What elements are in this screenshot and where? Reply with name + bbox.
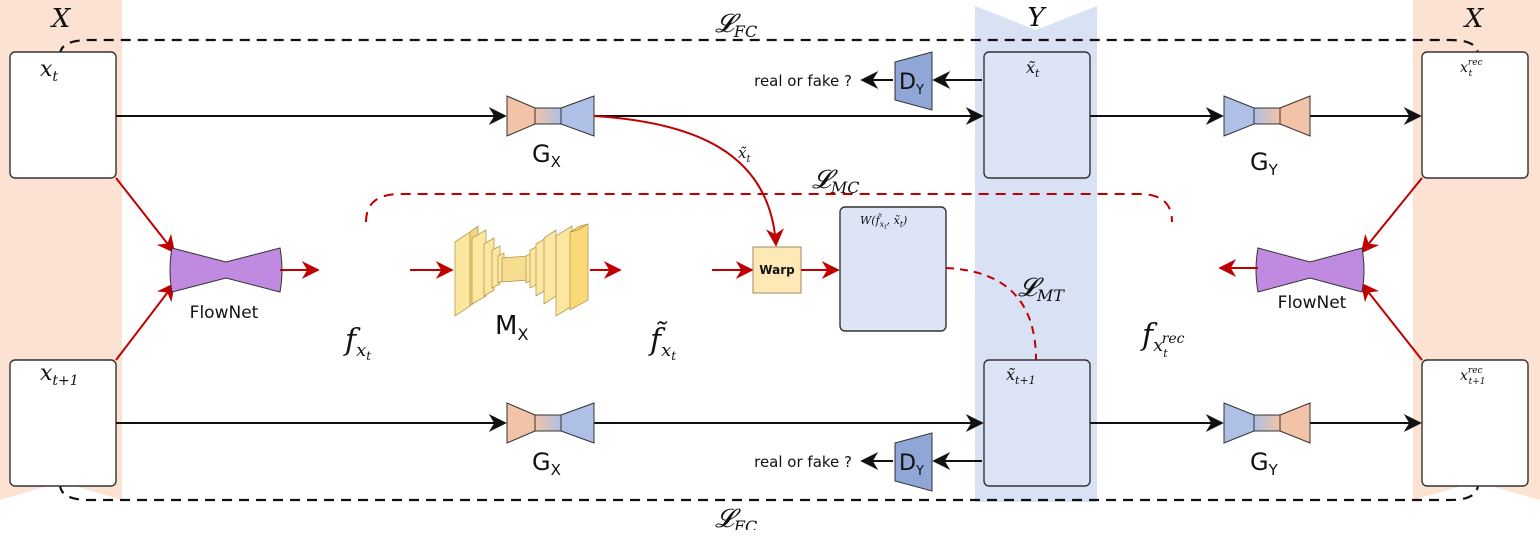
frame-x-t1-label: xt+1	[40, 361, 79, 389]
frame-warp-result-label: W(f̃xt, x̃t)	[860, 214, 907, 231]
mt-loss-curve	[945, 267, 1037, 361]
frame-xt1-tilde-label: x̃t+1	[1006, 365, 1036, 387]
fc-loop-top	[58, 38, 1480, 56]
warp-block	[752, 246, 802, 294]
generator-gx-bottom: GX	[506, 402, 595, 479]
caption-strip	[0, 530, 1540, 540]
mc-loss-curve	[365, 193, 1173, 223]
frame-xt1-tilde	[983, 359, 1091, 487]
discriminator-dy-bottom: DY	[894, 432, 933, 492]
frame-xt-rec	[1421, 51, 1529, 179]
loss-fc-top: 𝓛FC	[715, 9, 757, 41]
flownet-left: FlowNet	[169, 247, 283, 323]
loss-mc: 𝓛MC	[812, 165, 860, 197]
real-or-fake-bottom: real or fake ?	[754, 453, 852, 471]
flownet-left-label: FlowNet	[190, 303, 259, 323]
flownet-right-label: FlowNet	[1278, 293, 1347, 313]
discriminator-dy-bottom-label: DY	[899, 451, 924, 479]
arrow-xt-to-flownet	[115, 177, 176, 254]
generator-gy-top-label: GY	[1250, 148, 1279, 179]
frame-x-t-label: xt	[40, 57, 58, 85]
discriminator-dy-top-label: DY	[899, 70, 924, 98]
label-xt-tilde-arrow: x̃t	[738, 144, 751, 165]
generator-gx-bottom-label: GX	[532, 448, 561, 479]
domain-label-right: X	[1463, 4, 1485, 34]
flownet-right: FlowNet	[1255, 247, 1365, 313]
real-or-fake-top: real or fake ?	[754, 72, 852, 90]
domain-label-middle: Y	[1027, 3, 1047, 33]
arrow-xt-rec-to-flownet	[1360, 177, 1423, 254]
generator-gy-bottom: GY	[1223, 402, 1311, 479]
discriminator-dy-top: DY	[894, 51, 933, 111]
label-f-xt: fxt	[343, 323, 371, 363]
label-f-xt-rec: fxtrec	[1140, 318, 1185, 360]
frame-xt1-rec	[1421, 359, 1529, 487]
frame-x-t	[9, 51, 117, 179]
generator-gx-top: GX	[506, 95, 595, 171]
motion-network-mx-label: MX	[495, 311, 528, 344]
domain-label-left: X	[50, 4, 72, 34]
motion-network-mx	[454, 223, 589, 317]
generator-gx-top-label: GX	[532, 140, 561, 171]
label-f-tilde-xt: f̃xt	[648, 321, 676, 363]
arrow-xt1-rec-to-flownet	[1360, 282, 1423, 361]
arrow-gx-to-warp	[593, 115, 784, 247]
generator-gy-bottom-label: GY	[1250, 448, 1279, 479]
fc-loop-bottom	[58, 483, 1480, 502]
warp-block-label: Warp	[759, 263, 795, 277]
frame-xt-tilde-label: x̃t	[1026, 58, 1040, 80]
generator-gy-top: GY	[1223, 95, 1311, 179]
arrow-xt1-to-flownet	[115, 282, 176, 361]
